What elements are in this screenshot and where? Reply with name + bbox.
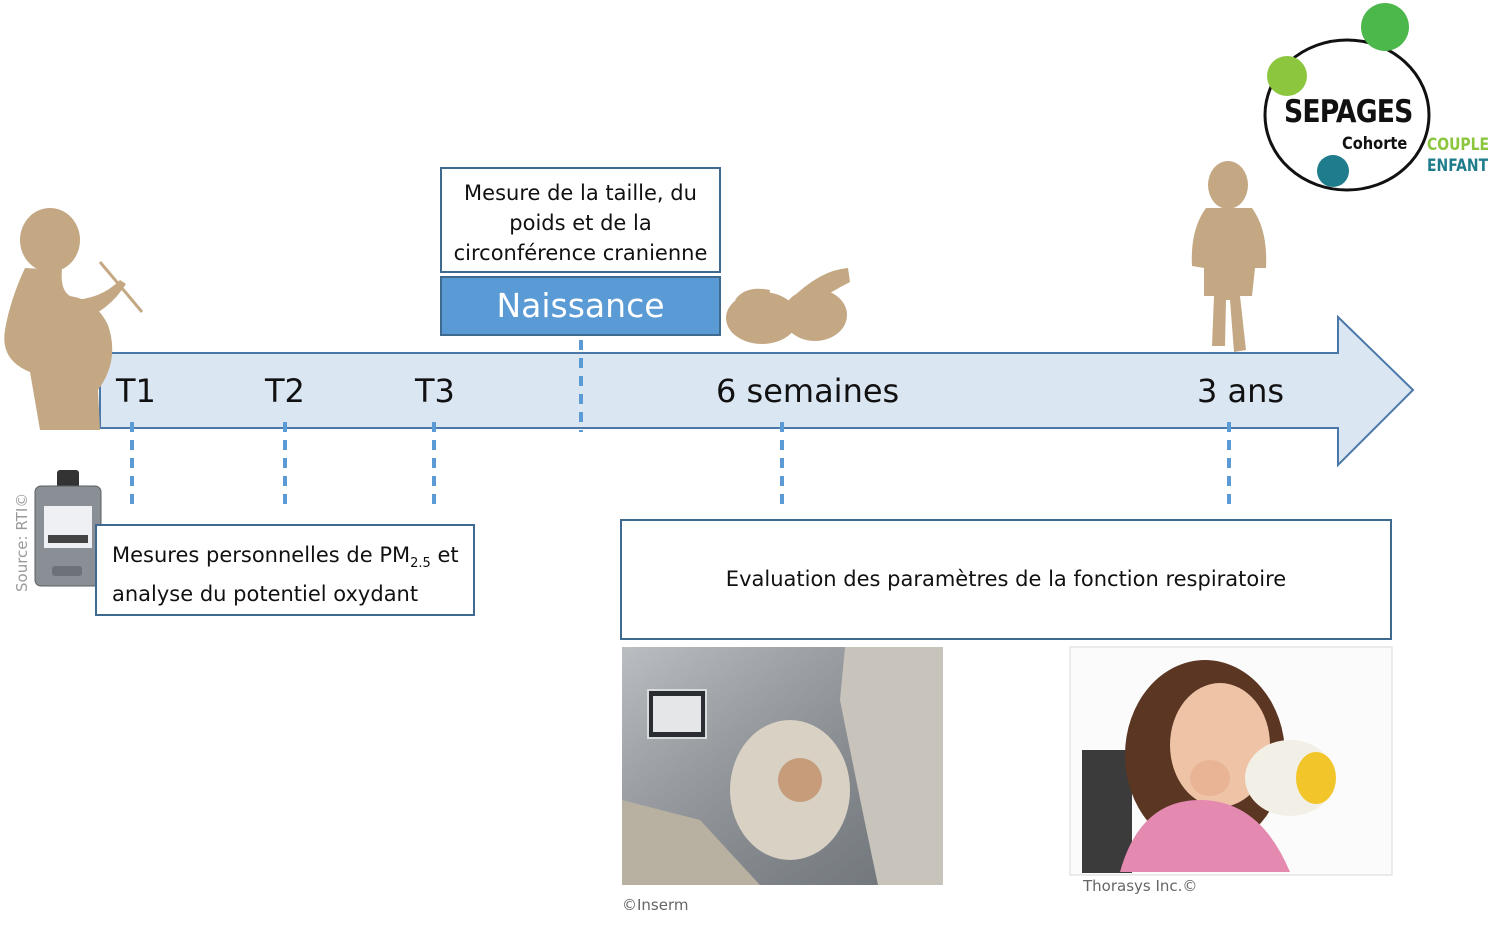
measurement-line-1: Mesure de la taille, du (464, 181, 697, 205)
pregnant-woman-icon (4, 208, 126, 430)
child-icon (1191, 161, 1267, 352)
timeline-arrow (99, 314, 1415, 468)
measurement-line-2: poids et de la (509, 211, 652, 235)
logo-circle-teal (1317, 155, 1349, 187)
rti-credit: Source: RTI© (13, 492, 31, 592)
pm-prefix: Mesures personnelles de PM (112, 543, 411, 567)
child-test-photo (1069, 646, 1393, 876)
measurement-box: Mesure de la taille, du poids et de la c… (440, 167, 721, 273)
sepages-logo (1263, 3, 1431, 192)
pm-line-1: Mesures personnelles de PM2.5 et (112, 540, 473, 579)
timeline-label-three-years: 3 ans (1197, 372, 1285, 410)
logo-tag-couple: COUPLE (1427, 135, 1488, 155)
pm-suffix: et (430, 543, 459, 567)
respiratory-evaluation-text: Evaluation des paramètres de la fonction… (725, 567, 1287, 591)
baby-icon (726, 268, 850, 344)
pm-measurement-box: Mesures personnelles de PM2.5 et analyse… (95, 524, 475, 616)
infant-test-photo (622, 647, 943, 885)
logo-circle-light-green (1267, 56, 1307, 96)
measurement-line-3: circonférence cranienne (453, 241, 708, 265)
thorasys-credit: Thorasys Inc.© (1083, 877, 1198, 895)
respiratory-evaluation-box: Evaluation des paramètres de la fonction… (620, 519, 1392, 640)
pm-sensor-device-icon (34, 470, 102, 587)
birth-label: Naissance (496, 286, 665, 325)
inserm-credit: ©Inserm (622, 896, 689, 914)
logo-subtitle: Cohorte (1342, 134, 1408, 154)
timeline-label-t3: T3 (415, 372, 455, 410)
pm-subscript: 2.5 (410, 556, 431, 572)
pm-line-2: analyse du potentiel oxydant (112, 582, 419, 607)
logo-circle-green (1361, 3, 1409, 51)
timeline-label-t2: T2 (265, 372, 305, 410)
instrument-icon (98, 261, 144, 313)
logo-title: SEPAGES (1284, 94, 1413, 130)
birth-box: Naissance (440, 276, 721, 336)
logo-tag-enfant: ENFANT (1427, 156, 1488, 176)
timeline-label-six-weeks: 6 semaines (716, 372, 900, 410)
timeline-label-t1: T1 (116, 372, 156, 410)
